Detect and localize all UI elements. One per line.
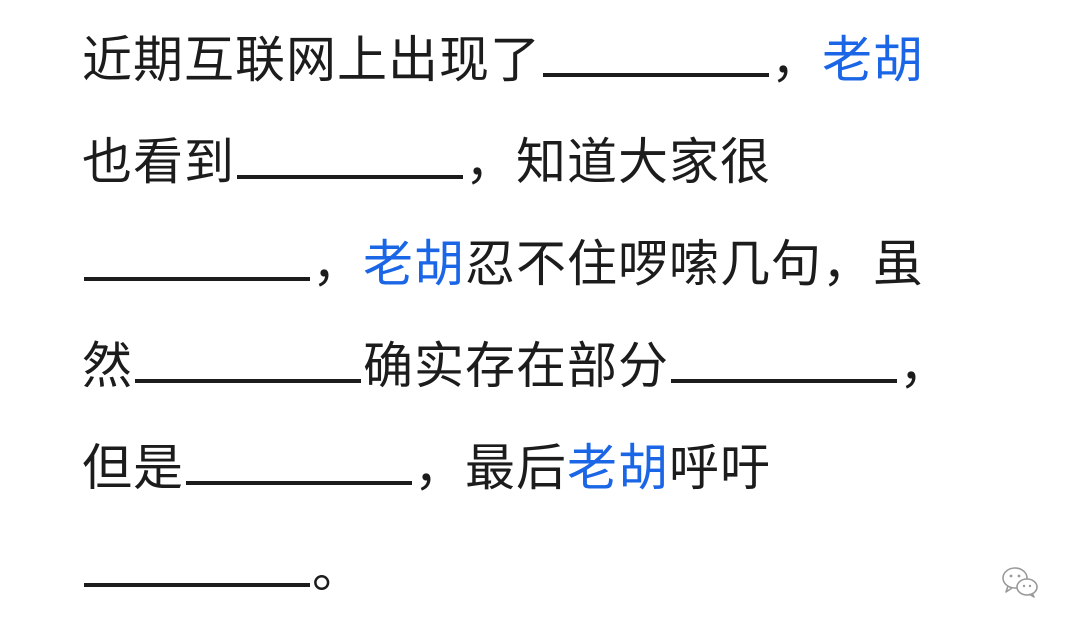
fill-in-blank (84, 543, 310, 587)
paragraph-line-5: 但是 ，最后老胡呼吁 (82, 426, 982, 528)
text-segment: 确实存在部分 (363, 337, 669, 395)
paragraph-line-2: 也看到 ，知道大家很 (82, 120, 982, 222)
article-paragraph: 近期互联网上出现了，老胡 也看到，知道大家很 ，老胡忍不住啰嗦几句，虽 然确实存… (82, 18, 982, 630)
paragraph-line-6: 。 (82, 528, 982, 630)
text-segment: 但是 (82, 439, 184, 497)
fill-in-blank (135, 339, 361, 383)
text-segment: ，最后 (414, 439, 567, 497)
fill-in-blank (186, 441, 412, 485)
text-segment: 然 (82, 337, 133, 395)
text-segment: ， (771, 31, 822, 89)
highlighted-name: 老胡 (363, 235, 465, 293)
highlighted-name: 老胡 (567, 439, 669, 497)
text-segment: 近期互联网上出现了 (82, 31, 541, 89)
highlighted-name: 老胡 (822, 31, 924, 89)
fill-in-blank (237, 135, 463, 179)
text-segment: ， (899, 337, 950, 395)
paragraph-line-3: ，老胡忍不住啰嗦几句，虽 (82, 222, 982, 324)
paragraph-line-1: 近期互联网上出现了 ，老胡 (82, 18, 982, 120)
text-segment: 也看到 (82, 133, 235, 191)
paragraph-line-4: 然 确实存在部分 ， (82, 324, 982, 426)
text-segment: 忍不住啰嗦几句，虽 (465, 235, 924, 293)
text-segment: ， (312, 235, 363, 293)
fill-in-blank (671, 339, 897, 383)
text-segment: 呼吁 (669, 439, 771, 497)
fill-in-blank (84, 237, 310, 281)
wechat-logo-icon (1000, 565, 1040, 599)
text-segment: ，知道大家很 (465, 133, 771, 191)
text-segment: 。 (312, 541, 363, 599)
fill-in-blank (543, 33, 769, 77)
